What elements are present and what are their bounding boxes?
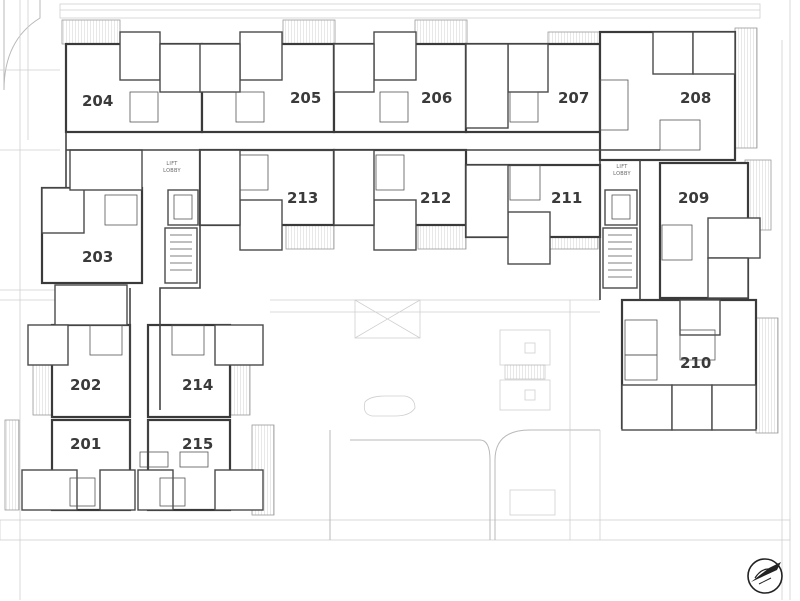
unit-label-212: 212 — [420, 189, 451, 207]
unit-label-210: 210 — [680, 354, 711, 372]
unit-label-202: 202 — [70, 376, 101, 394]
lift-cores — [164, 189, 638, 289]
lift-lobby-label-east-2: LOBBY — [613, 171, 631, 177]
corridors — [65, 132, 660, 470]
bathrooms — [69, 79, 716, 507]
unit-label-204: 204 — [82, 92, 113, 110]
unit-label-206: 206 — [421, 89, 452, 107]
lift-lobby-label-west: LIFT — [166, 161, 178, 167]
unit-shells — [40, 30, 758, 512]
balconies — [4, 19, 779, 516]
unit-label-208: 208 — [680, 89, 711, 107]
lift-lobby-label-west-2: LOBBY — [163, 168, 181, 174]
unit-label-211: 211 — [551, 189, 582, 207]
architect-logo-icon — [747, 558, 783, 594]
unit-label-201: 201 — [70, 435, 101, 453]
lift-lobby-label-east: LIFT — [616, 164, 628, 170]
unit-label-215: 215 — [182, 435, 213, 453]
unit-label-213: 213 — [287, 189, 318, 207]
unit-labels: 204 205 206 207 208 213 212 211 209 203 … — [70, 89, 711, 453]
unit-label-203: 203 — [82, 248, 113, 266]
unit-label-207: 207 — [558, 89, 589, 107]
unit-label-205: 205 — [290, 89, 321, 107]
rooms — [21, 31, 761, 511]
unit-label-214: 214 — [182, 376, 213, 394]
unit-label-209: 209 — [678, 189, 709, 207]
